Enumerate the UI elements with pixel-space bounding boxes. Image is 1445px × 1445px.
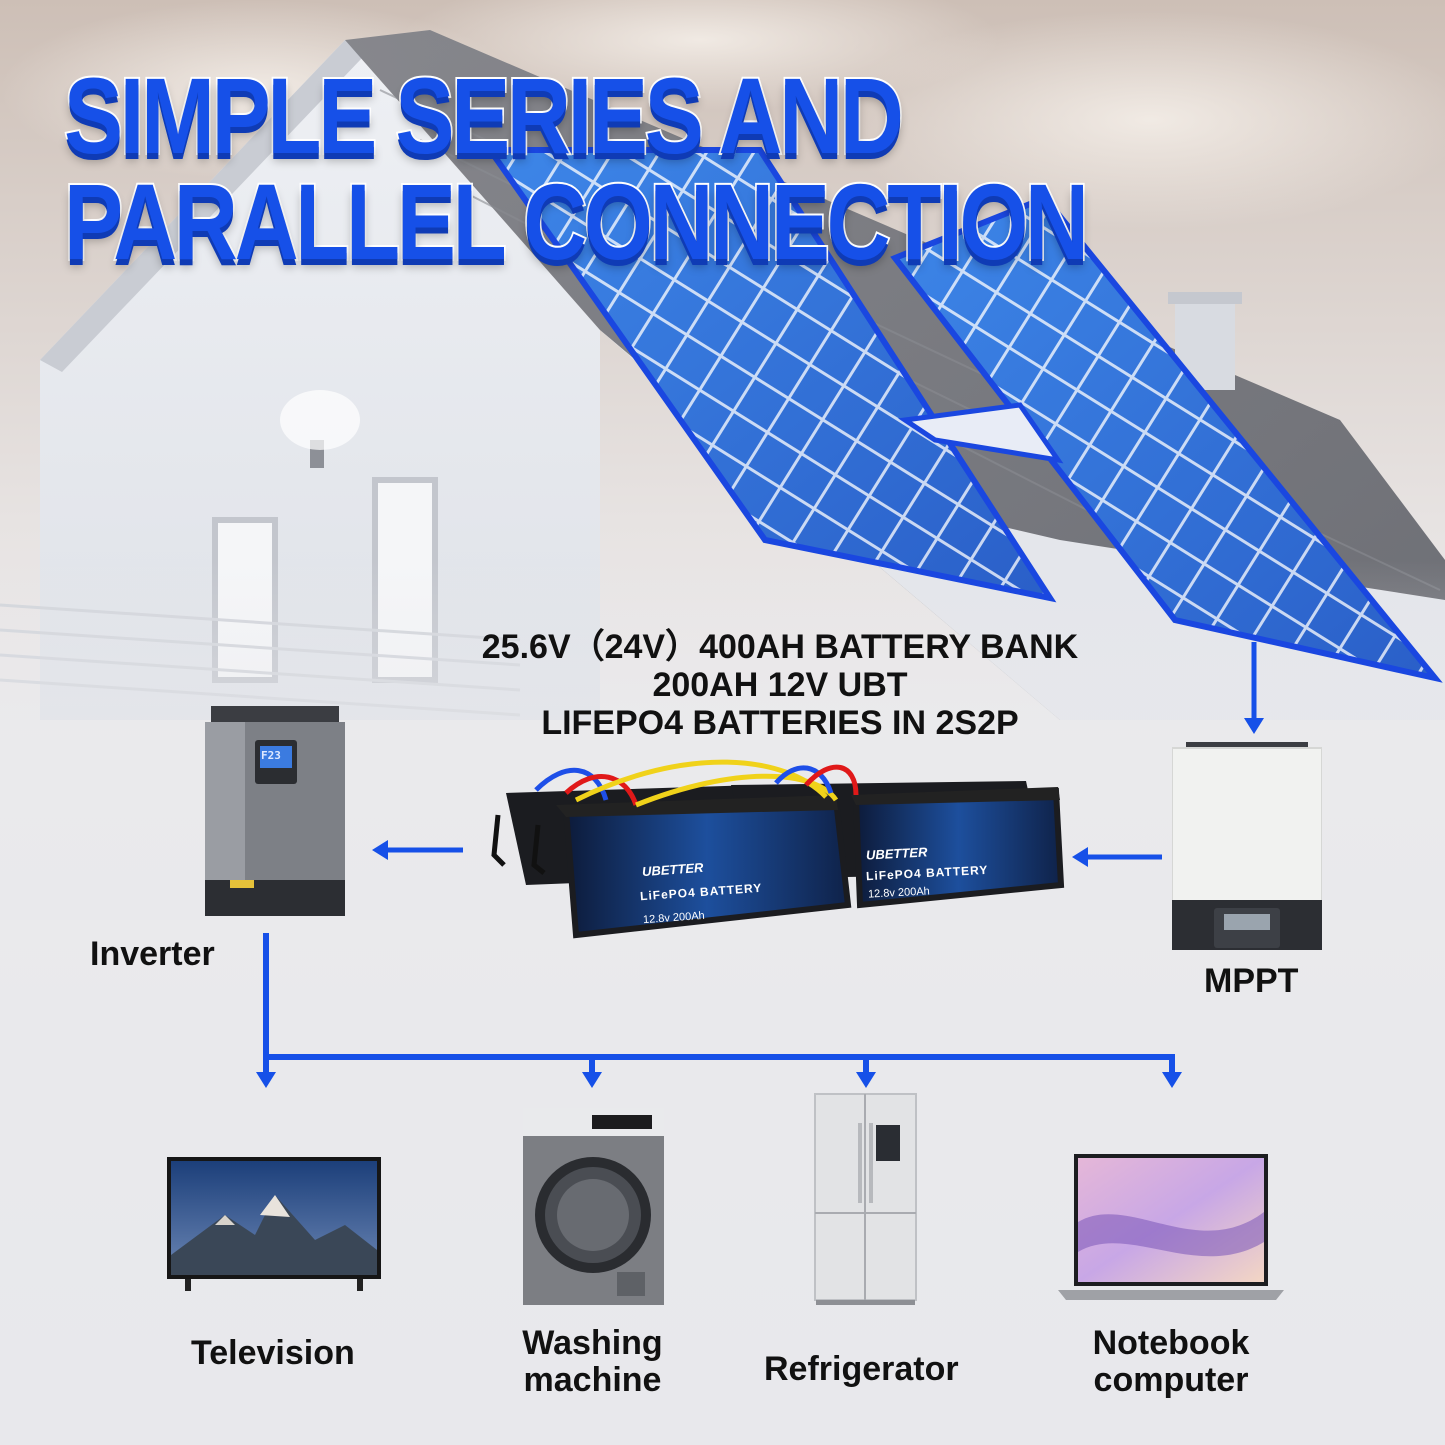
inverter-display: F23 [261,749,281,762]
inverter-device [205,706,345,916]
appliance-label-refrigerator: Refrigerator [764,1350,959,1388]
refrigerator-icon [814,1093,917,1305]
title-line-1: SIMPLE SERIES AND [62,55,905,176]
solar-panel-link [898,402,1064,464]
washing-machine-line-1: Washing [522,1324,663,1362]
appliance-label-television: Television [191,1334,355,1372]
notebook-computer-line-1: Notebook [1092,1324,1250,1362]
washing-machine-line-2: machine [523,1361,662,1400]
appliance-label-notebook-computer: Notebook computer [1076,1324,1266,1400]
laptop-icon [1058,1154,1284,1300]
mppt-device [1172,742,1322,950]
notebook-computer-line-2: computer [1093,1361,1249,1400]
battery-front-1 [556,795,852,939]
battery-bank-line-3: LIFEPO4 BATTERIES IN 2S2P [541,704,1019,742]
title-line-2: PARALLEL CONNECTION [62,161,1090,282]
battery-bank-line-1: 25.6V（24V）400AH BATTERY BANK [481,628,1079,666]
television-icon [167,1157,381,1291]
appliance-label-washing-machine: Washing machine [500,1324,685,1400]
battery-bank-line-2: 200AH 12V UBT [652,666,908,704]
washing-machine-icon [523,1108,664,1305]
inverter-label: Inverter [90,935,215,973]
solar-panel-right [890,194,1443,683]
mppt-label: MPPT [1204,962,1299,1000]
solar-panel-left [484,147,1057,603]
battery-front-2 [851,787,1065,909]
battery-bank-graphic [491,759,1065,939]
